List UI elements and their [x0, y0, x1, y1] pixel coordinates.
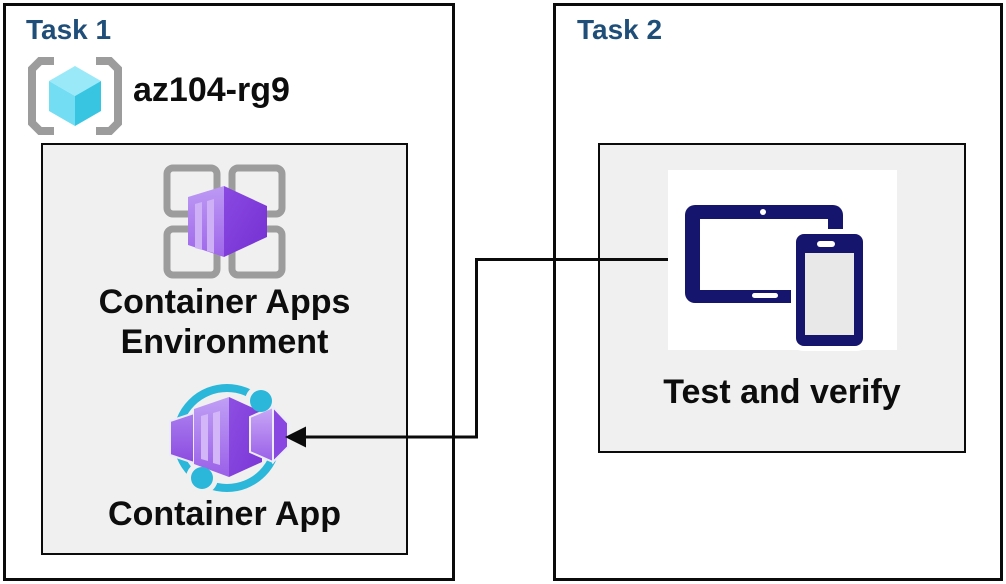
verify-label: Test and verify	[663, 373, 901, 411]
task2-title: Task 2	[577, 14, 663, 45]
environment-label: Container Apps Environment	[41, 282, 408, 362]
task1-title: Task 1	[26, 14, 112, 45]
devices-icon-background	[668, 170, 897, 350]
container-app-label: Container App	[108, 495, 341, 533]
resource-group-name: az104-rg9	[133, 71, 290, 109]
environment-label-line1: Container Apps	[98, 283, 351, 321]
environment-label-line2: Environment	[120, 323, 329, 361]
